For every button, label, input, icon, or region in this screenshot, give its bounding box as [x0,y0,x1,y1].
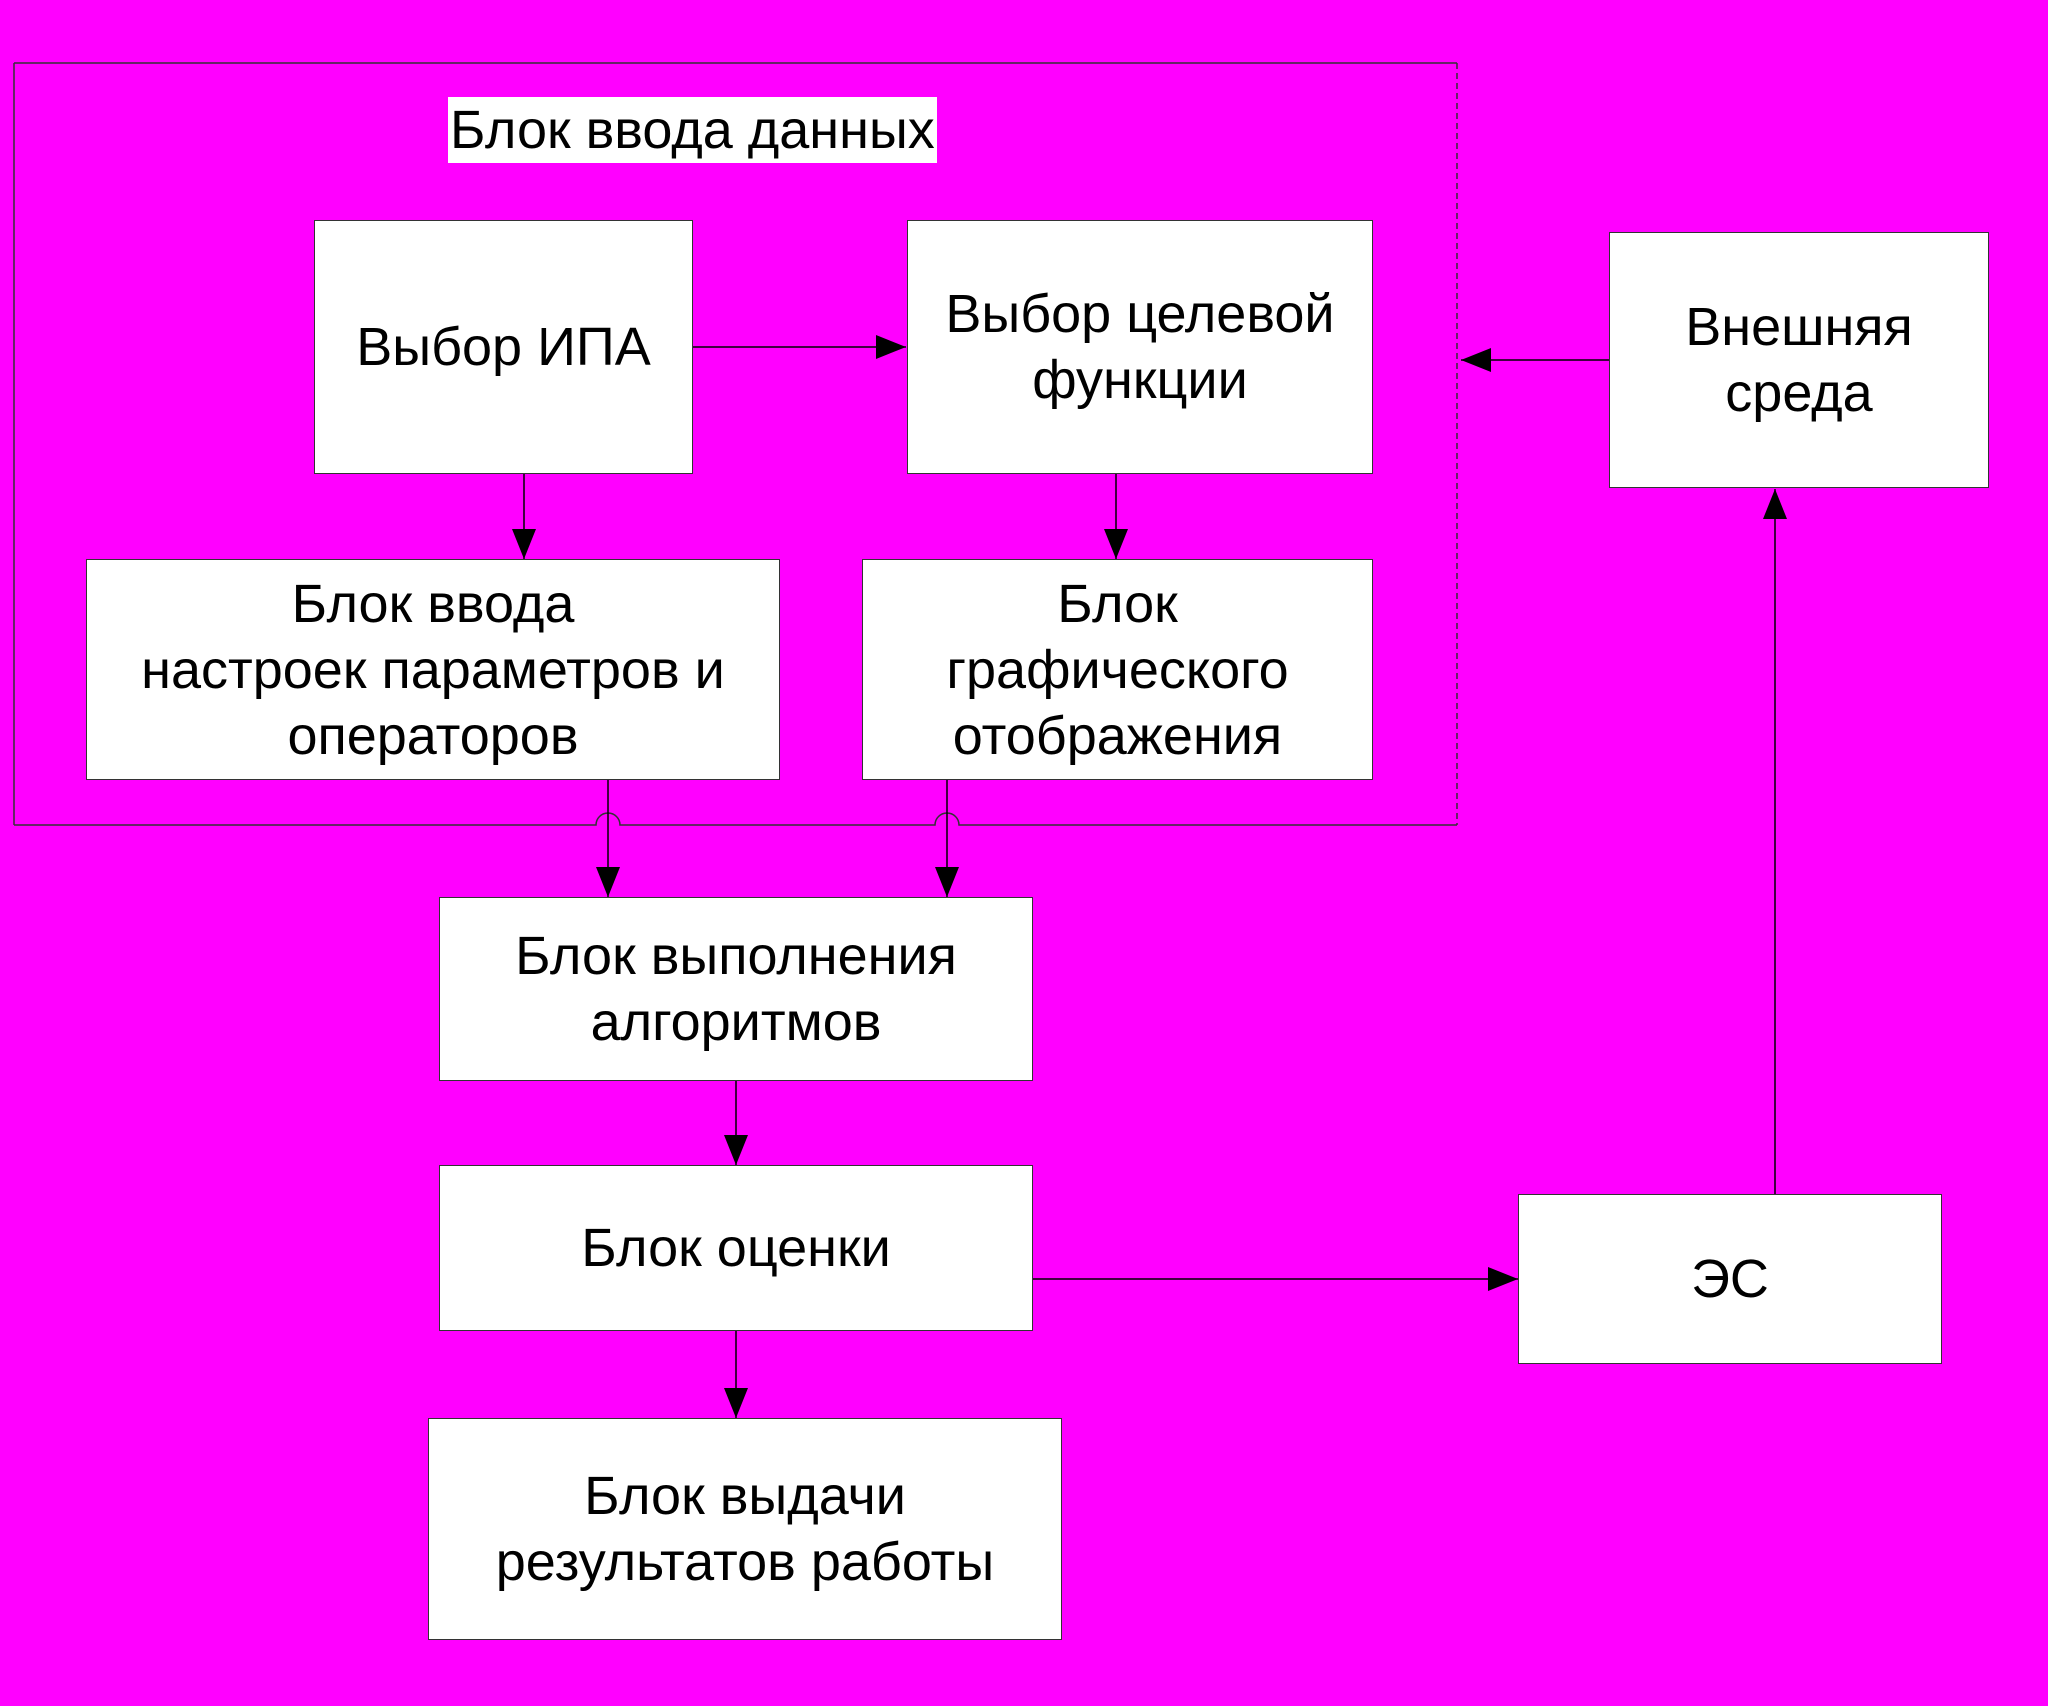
evaluation-block: Блок оценки [439,1165,1033,1331]
group-title: Блок ввода данных [448,97,937,163]
results-output-block: Блок выдачи результатов работы [428,1418,1062,1640]
expert-system-block: ЭС [1518,1194,1942,1364]
data-input-group-frame [13,62,1458,826]
algorithm-execution-block: Блок выполнения алгоритмов [439,897,1033,1081]
graphics-display-block: Блок графического отображения [862,559,1373,780]
ipa-select-block: Выбор ИПА [314,220,693,474]
target-function-block: Выбор целевой функции [907,220,1373,474]
settings-input-block: Блок ввода настроек параметров и операто… [86,559,780,780]
external-environment-block: Внешняя среда [1609,232,1989,488]
